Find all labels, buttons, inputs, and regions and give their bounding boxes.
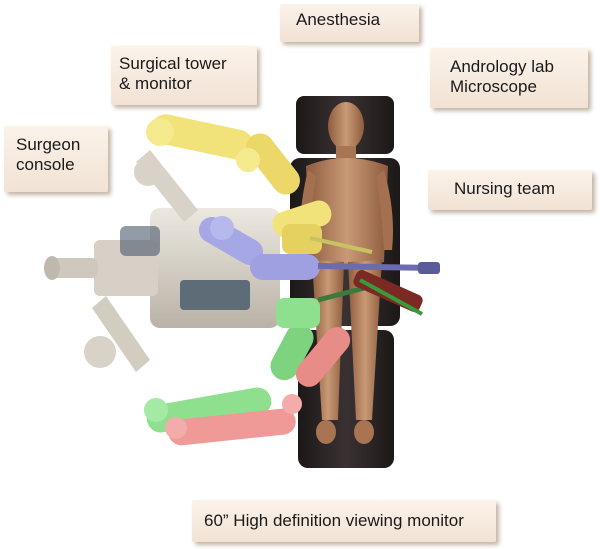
nursing-team-label: Nursing team [428,170,592,210]
hd-monitor-label: 60” High definition viewing monitor [192,500,496,542]
robot-arm-blue [198,216,440,280]
anesthesia-label: Anesthesia [280,4,419,42]
robot-arm-dark-red [353,270,423,316]
andrology-lab-label: Andrology lab Microscope [430,48,588,108]
robot-arm-yellow [146,114,373,254]
robot-arm-red [165,327,351,446]
surgical-tower-label: Surgical tower & monitor [111,46,257,105]
surgeon-console-label: Surgeon console [4,126,108,192]
